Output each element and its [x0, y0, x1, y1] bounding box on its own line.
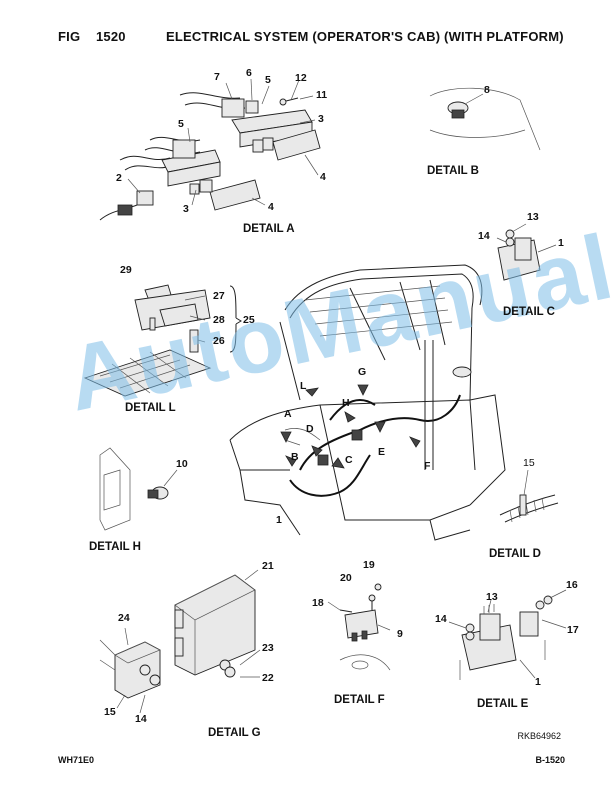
callout-c-13: 13: [527, 211, 539, 223]
callout-a-6: 6: [246, 67, 252, 79]
callout-main-C: C: [345, 454, 353, 466]
callout-main-E: E: [378, 446, 386, 458]
callout-a-11: 11: [316, 89, 328, 101]
callout-f-19: 19: [363, 559, 375, 571]
detail-b-label: DETAIL B: [427, 165, 479, 177]
callout-l-29: 29: [120, 264, 132, 276]
callout-g-22: 22: [262, 672, 274, 684]
callout-main-F: F: [424, 460, 431, 472]
detail-c-label: DETAIL C: [503, 306, 555, 318]
callout-b-8: 8: [484, 84, 490, 96]
detail-d-label: DETAIL D: [489, 548, 541, 560]
callout-main-A: A: [284, 408, 292, 420]
callout-l-27: 27: [213, 290, 225, 302]
callout-f-9: 9: [397, 628, 403, 640]
footer-left-code: WH71E0: [58, 755, 95, 765]
callout-main-1: 1: [276, 514, 282, 526]
detail-b-art: [429, 87, 541, 151]
callout-a-4-bottom: 4: [268, 201, 274, 213]
callout-e-13: 13: [486, 591, 498, 603]
callout-a-5-left: 5: [178, 118, 184, 130]
callout-a-12: 12: [295, 72, 307, 84]
detail-l-art: [83, 284, 242, 397]
callout-e-16: 16: [566, 579, 578, 591]
callout-e-17: 17: [567, 624, 579, 636]
callout-f-18: 18: [312, 597, 324, 609]
detail-g-art: [99, 569, 261, 714]
callout-main-B: B: [291, 451, 299, 463]
callout-e-1: 1: [535, 676, 541, 688]
drawing-reference: RKB64962: [517, 731, 561, 741]
fig-label: FIG: [58, 29, 81, 44]
callout-a-4-right: 4: [320, 171, 326, 183]
detail-g-label: DETAIL G: [208, 727, 261, 739]
callout-a-3-right: 3: [318, 113, 324, 125]
callout-g-24: 24: [118, 612, 130, 624]
detail-l-label: DETAIL L: [125, 402, 176, 414]
callout-h-10: 10: [176, 458, 188, 470]
callout-d-15: 15: [523, 457, 535, 469]
detail-e-art: [448, 589, 567, 680]
callout-main-H: H: [342, 397, 350, 409]
callout-a-5-top: 5: [265, 74, 271, 86]
footer-page-number: B-1520: [535, 755, 565, 765]
callout-a-7: 7: [214, 71, 220, 83]
callout-main-D: D: [306, 423, 314, 435]
fig-number: 1520: [96, 29, 126, 44]
callout-a-2: 2: [116, 172, 122, 184]
detail-f-label: DETAIL F: [334, 694, 385, 706]
detail-d-art: [499, 469, 559, 523]
callout-g-23: 23: [262, 642, 274, 654]
detail-f-art: [327, 583, 391, 671]
detail-h-art: [99, 447, 178, 531]
detail-h-label: DETAIL H: [89, 541, 141, 553]
callout-g-15: 15: [104, 706, 116, 718]
detail-c-art: [496, 223, 557, 281]
callout-f-20: 20: [340, 572, 352, 584]
callout-c-1: 1: [558, 237, 564, 249]
figure-title: ELECTRICAL SYSTEM (OPERATOR'S CAB) (WITH…: [166, 29, 564, 44]
callout-main-L: L: [300, 380, 307, 392]
callout-a-3-left: 3: [183, 203, 189, 215]
callout-l-26: 26: [213, 335, 225, 347]
cab-frame-art: [229, 264, 506, 541]
detail-a-art: [99, 78, 321, 221]
callout-g-21: 21: [262, 560, 274, 572]
callout-g-14: 14: [135, 713, 147, 725]
detail-e-label: DETAIL E: [477, 698, 529, 710]
callout-c-14: 14: [478, 230, 490, 242]
callout-main-G: G: [358, 366, 367, 378]
detail-a-label: DETAIL A: [243, 223, 295, 235]
callout-e-14: 14: [435, 613, 447, 625]
callout-l-28: 28: [213, 314, 225, 326]
callout-l-25: 25: [243, 314, 255, 326]
